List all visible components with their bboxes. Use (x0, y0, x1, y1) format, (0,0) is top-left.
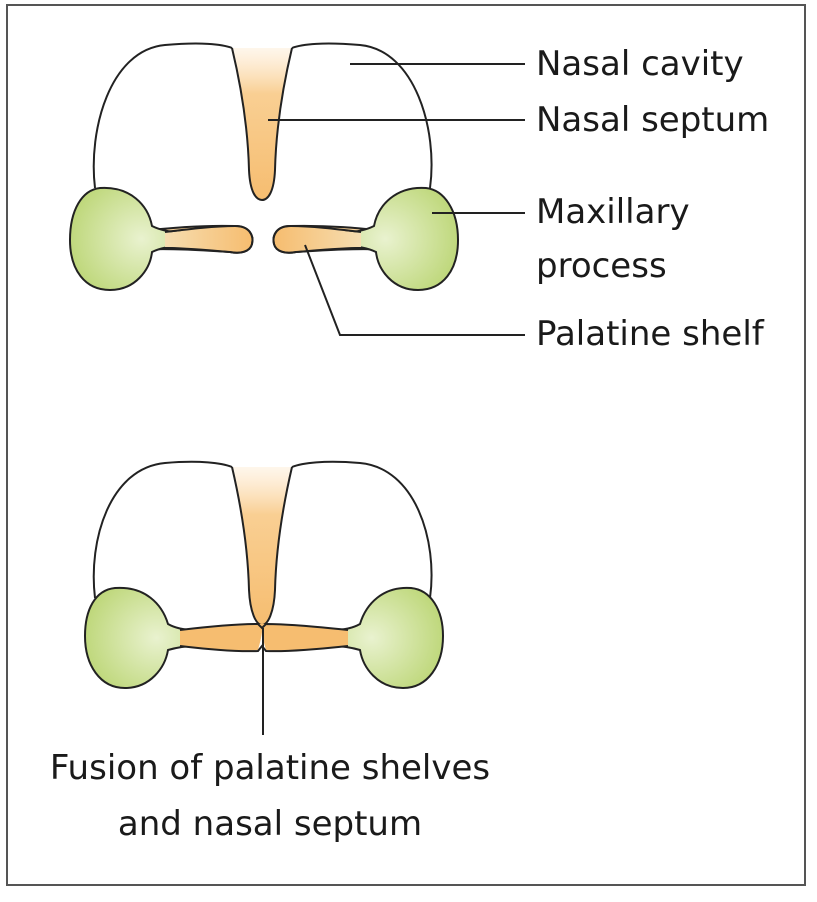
label-maxillary-line2: process (536, 246, 667, 286)
bottom-maxillary-process-left (85, 588, 195, 688)
label-fusion-line1: Fusion of palatine shelves (20, 748, 520, 788)
top-maxillary-process-left (70, 188, 180, 290)
label-palatine-shelf: Palatine shelf (536, 314, 764, 354)
top-nasal-septum (232, 48, 292, 200)
label-maxillary-line1: Maxillary (536, 192, 690, 232)
label-nasal-cavity: Nasal cavity (536, 44, 744, 84)
label-fusion-line2: and nasal septum (20, 804, 520, 844)
bottom-maxillary-process-right (333, 588, 443, 688)
top-maxillary-process-right (346, 188, 458, 290)
bottom-diagram (85, 462, 443, 735)
top-nasal-cavity-right (292, 44, 432, 188)
bottom-nasal-cavity-right (292, 462, 432, 598)
bottom-nasal-cavity-left (94, 462, 232, 598)
label-nasal-septum: Nasal septum (536, 100, 769, 140)
bottom-nasal-septum (232, 467, 292, 625)
top-nasal-cavity-left (94, 44, 232, 188)
top-diagram (70, 44, 525, 335)
